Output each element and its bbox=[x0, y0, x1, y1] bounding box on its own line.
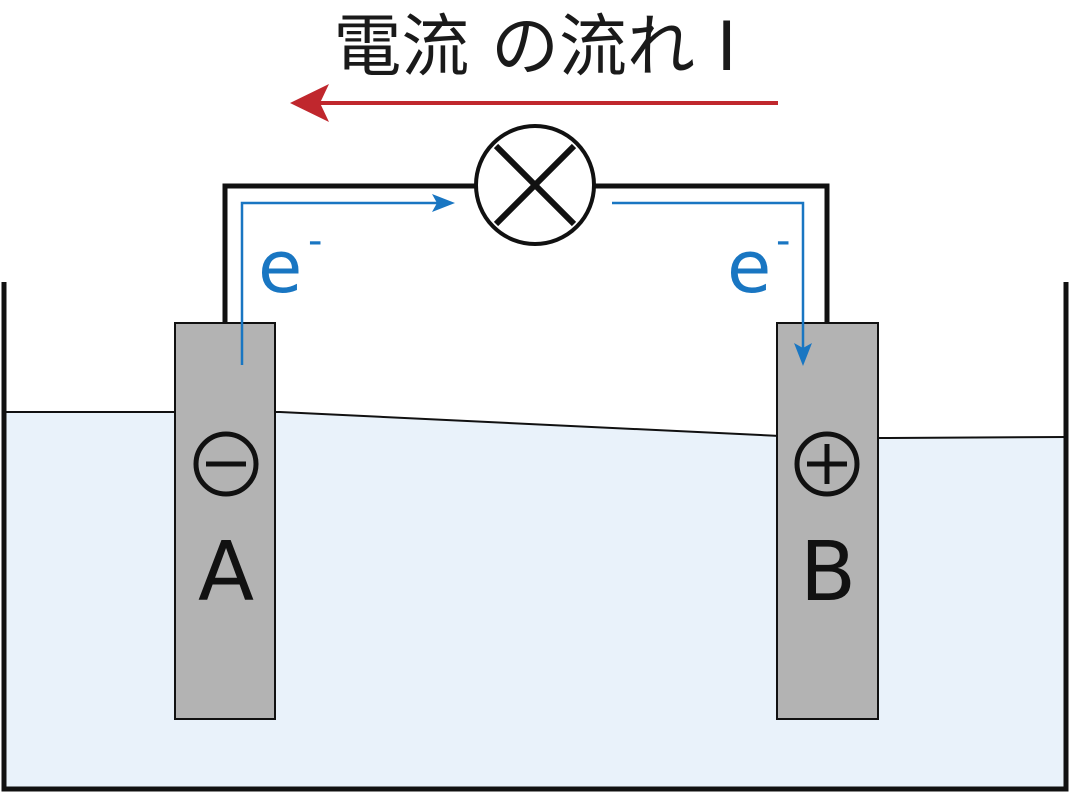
current-arrow-icon bbox=[290, 84, 778, 122]
electron-flow-left bbox=[240, 194, 455, 365]
circuit-wire bbox=[222, 183, 830, 337]
electrode-a bbox=[174, 322, 276, 720]
electrode-label-a: A bbox=[198, 525, 254, 620]
electron-sup-left: - bbox=[308, 218, 322, 264]
beaker bbox=[1, 282, 1069, 792]
electron-label-left: e bbox=[258, 225, 302, 309]
diagram-title: 電流 の流れ I bbox=[333, 8, 736, 87]
electron-flow-right bbox=[612, 201, 812, 366]
lamp-cross-icon bbox=[474, 124, 596, 246]
electrode-b bbox=[776, 322, 879, 720]
minus-circle-icon bbox=[193, 431, 259, 497]
electron-arrowhead-left bbox=[432, 194, 455, 212]
electron-arrowhead-right bbox=[794, 343, 812, 366]
electron-sup-right: - bbox=[776, 218, 790, 264]
electrode-label-b: B bbox=[800, 525, 856, 620]
plus-circle-icon bbox=[794, 431, 860, 497]
electrolyte-solution bbox=[4, 412, 1066, 788]
electron-label-right: e bbox=[727, 225, 771, 309]
